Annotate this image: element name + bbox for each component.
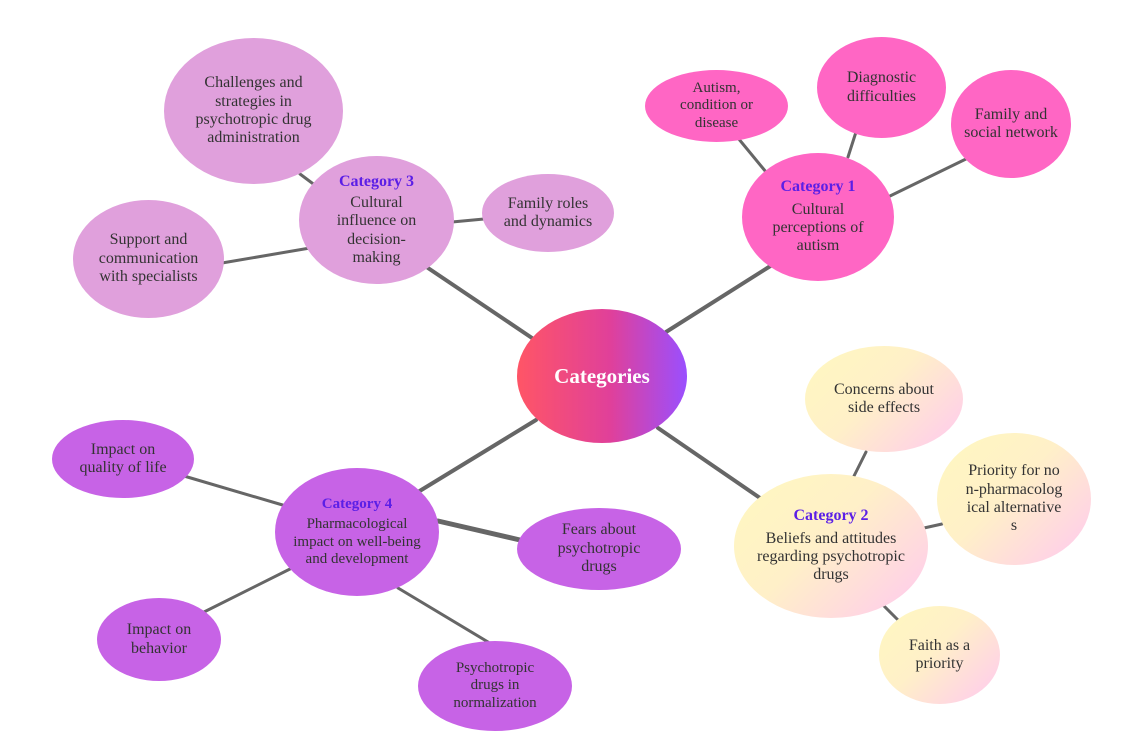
link-center-category4 xyxy=(416,418,538,494)
category3-node[interactable]: Category 3 Cultural influence on decisio… xyxy=(299,156,454,284)
link-category4-sub2 xyxy=(435,518,523,543)
category3-sub-support-communication[interactable]: Support and communication with specialis… xyxy=(73,200,224,318)
category4-node[interactable]: Category 4 Pharmacological impact on wel… xyxy=(275,468,439,596)
link-category1-sub1 xyxy=(736,136,768,174)
center-label: Categories xyxy=(554,363,650,388)
category3-sub2-label: Family roles and dynamics xyxy=(503,194,593,230)
category1-title: Category 1 xyxy=(780,178,856,196)
link-category3-sub2 xyxy=(450,217,486,224)
category2-sub-faith[interactable]: Faith as a priority xyxy=(879,606,1000,704)
link-category3-sub3 xyxy=(220,246,312,265)
category3-title: Category 3 xyxy=(338,172,415,190)
category4-sub-fears-psychotropic[interactable]: Fears about psychotropic drugs xyxy=(517,508,681,590)
category2-sub-non-pharmacological[interactable]: Priority for non-pharmacological alterna… xyxy=(937,433,1091,565)
category3-label: Cultural influence on decision-making xyxy=(336,193,417,267)
category1-node[interactable]: Category 1 Cultural perceptions of autis… xyxy=(742,153,894,281)
category3-sub-family-roles[interactable]: Family roles and dynamics xyxy=(482,174,614,252)
link-center-category3 xyxy=(426,266,534,340)
link-category4-sub3 xyxy=(202,566,294,614)
link-center-category1 xyxy=(664,263,774,334)
category4-sub-quality-of-life[interactable]: Impact on quality of life xyxy=(52,420,194,498)
category3-sub1-label: Challenges and strategies in psychotropi… xyxy=(195,74,312,147)
category4-sub3-label: Impact on behavior xyxy=(126,621,192,657)
category2-title: Category 2 xyxy=(793,507,869,525)
category2-sub-side-effects[interactable]: Concerns about side effects xyxy=(805,346,963,452)
category1-sub3-label: Family and social network xyxy=(964,105,1058,141)
category4-sub2-label: Fears about psychotropic drugs xyxy=(557,521,641,576)
category1-sub-autism-condition[interactable]: Autism, condition or disease xyxy=(645,70,788,142)
category4-sub-normalization[interactable]: Psychotropic drugs in normalization xyxy=(418,641,572,731)
category2-sub2-label: Priority for non-pharmacological alterna… xyxy=(965,462,1063,535)
category3-sub3-label: Support and communication with specialis… xyxy=(98,231,199,286)
center-node[interactable]: Categories xyxy=(517,309,687,443)
category4-sub1-label: Impact on quality of life xyxy=(79,440,167,476)
category1-sub-diagnostic-difficulties[interactable]: Diagnostic difficulties xyxy=(817,37,946,138)
link-category2-sub3 xyxy=(882,604,900,622)
link-category2-sub2 xyxy=(922,522,944,530)
category1-sub2-label: Diagnostic difficulties xyxy=(846,69,917,105)
category1-sub1-label: Autism, condition or disease xyxy=(680,80,753,131)
link-category1-sub3 xyxy=(888,156,970,198)
category4-sub-impact-behavior[interactable]: Impact on behavior xyxy=(97,598,221,681)
category4-title: Category 4 xyxy=(321,496,393,512)
category4-label: Pharmacological impact on well-being and… xyxy=(293,516,421,567)
category3-sub-challenges-strategies[interactable]: Challenges and strategies in psychotropi… xyxy=(164,38,343,184)
category2-sub3-label: Faith as a priority xyxy=(908,636,971,672)
category2-label: Beliefs and attitudes regarding psychotr… xyxy=(757,529,905,584)
category1-sub-family-social-network[interactable]: Family and social network xyxy=(951,70,1071,178)
link-category1-sub2 xyxy=(846,130,858,159)
link-category4-sub1 xyxy=(182,474,288,508)
category1-label: Cultural perceptions of autism xyxy=(772,200,864,255)
link-center-category2 xyxy=(656,426,762,500)
category2-sub1-label: Concerns about side effects xyxy=(834,380,934,416)
category4-sub4-label: Psychotropic drugs in normalization xyxy=(453,660,537,711)
link-category4-sub4 xyxy=(396,586,490,644)
link-category2-sub1 xyxy=(852,450,868,478)
category2-node[interactable]: Category 2 Beliefs and attitudes regardi… xyxy=(734,474,928,618)
